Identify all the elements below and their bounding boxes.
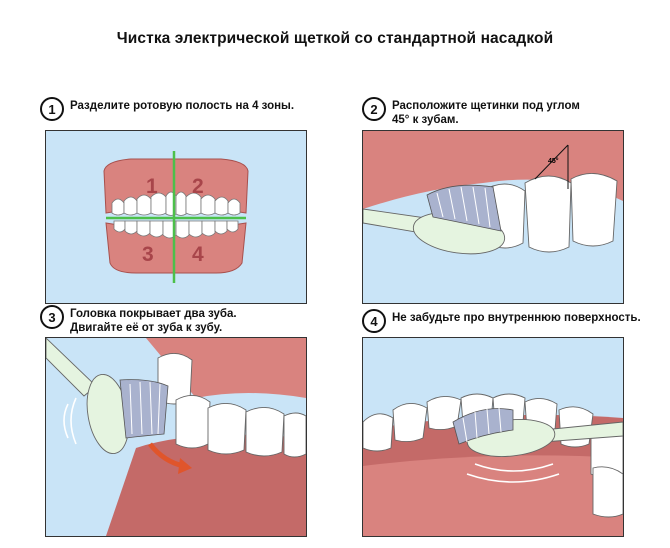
page-title: Чистка электрической щеткой со стандартн… [116, 30, 554, 47]
step-1-header: 1 Разделите ротовую полость на 4 зоны. [40, 97, 294, 121]
step-1-illustration: 1 2 3 4 [45, 130, 307, 304]
zone-1-label: 1 [146, 175, 158, 198]
step-2-number: 2 [362, 97, 386, 121]
zone-2-label: 2 [192, 175, 204, 198]
step-3-illustration [45, 337, 307, 537]
step-4-illustration [362, 337, 624, 537]
step-2-text: Расположите щетинки под углом 45° к зуба… [392, 100, 580, 126]
step-2-illustration: 45° [362, 130, 624, 304]
zone-3-label: 3 [142, 243, 154, 266]
step-4-header: 4 Не забудьте про внутреннюю поверхность… [362, 309, 641, 333]
zone-4-label: 4 [192, 243, 204, 266]
step-1-number: 1 [40, 97, 64, 121]
step-3-number: 3 [40, 305, 64, 329]
step-2-header: 2 Расположите щетинки под углом 45° к зу… [362, 97, 580, 127]
angle-label: 45° [548, 157, 559, 165]
step-3-text: Головка покрывает два зуба. Двигайте её … [70, 308, 237, 334]
step-4-text: Не забудьте про внутреннюю поверхность. [392, 312, 641, 324]
step-4-number: 4 [362, 309, 386, 333]
step-1-text: Разделите ротовую полость на 4 зоны. [70, 100, 295, 112]
step-3-header: 3 Головка покрывает два зуба. Двигайте е… [40, 305, 237, 335]
